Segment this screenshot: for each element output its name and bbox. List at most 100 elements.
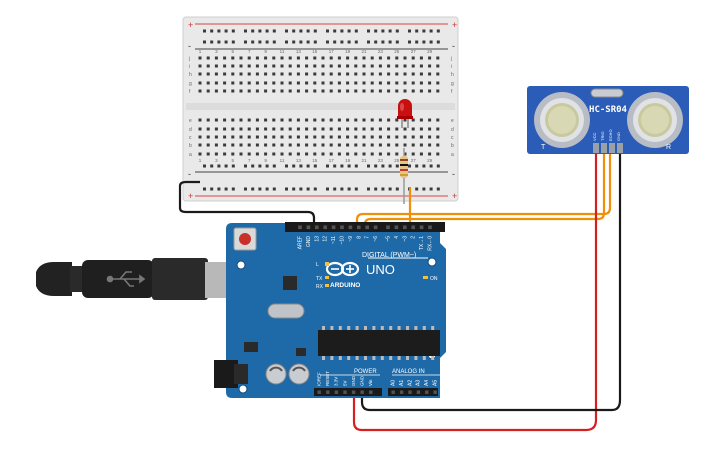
column-number: 3 [215, 49, 218, 54]
column-number: 13 [296, 158, 302, 163]
sensor-pin-trig[interactable] [601, 143, 607, 153]
column-number: 25 [394, 49, 400, 54]
reset-button[interactable] [233, 227, 257, 251]
digital-header[interactable] [285, 222, 445, 232]
breadboard-holes[interactable] [198, 29, 440, 191]
wires[interactable] [178, 150, 622, 432]
row-letter: j [188, 56, 190, 62]
digital-pin-label: ~5 [386, 236, 392, 242]
sensor-transducer-right [627, 92, 683, 148]
row-letter: h [189, 72, 192, 78]
digital-pin-label: 8 [356, 236, 362, 239]
digital-pin-label: ~3 [402, 236, 408, 242]
wire-vcc-5v[interactable] [352, 150, 598, 432]
row-letter: b [451, 143, 454, 149]
digital-pin-label: 4 [394, 236, 400, 239]
rail-plus-mark: + [188, 191, 193, 201]
rail-minus-mark: - [188, 41, 191, 51]
column-number: 29 [427, 49, 433, 54]
row-letter: b [189, 143, 192, 149]
row-letter: e [451, 118, 454, 124]
column-number: 17 [329, 49, 335, 54]
sensor-pin-echo[interactable] [609, 143, 615, 153]
column-number: 5 [232, 158, 235, 163]
row-letter: c [189, 135, 192, 141]
row-letter: j [450, 56, 452, 62]
column-number: 11 [280, 158, 285, 163]
row-letter: d [189, 127, 192, 133]
arduino-brand-label: ARDUINO [330, 282, 360, 289]
analog-in-label: ANALOG IN [392, 369, 425, 375]
row-letter: f [189, 89, 191, 95]
wire-gnd-breadboard-end[interactable] [178, 180, 200, 187]
digital-pin-label: RX←0 [428, 236, 434, 251]
digital-pin-label: 12 [323, 236, 329, 242]
wire-gnd-breadboard[interactable] [178, 186, 316, 229]
column-number: 9 [264, 49, 267, 54]
analog-pin-label: A3 [416, 380, 422, 386]
capacitor-1 [265, 363, 287, 385]
analog-pin-label: A5 [433, 380, 439, 386]
column-number: 7 [248, 158, 251, 163]
analog-header[interactable] [388, 388, 438, 396]
red-led[interactable] [397, 99, 413, 128]
usb-cable[interactable] [36, 258, 241, 300]
row-letter: e [189, 118, 192, 124]
sensor-pin-label: VCC [592, 132, 597, 141]
column-number: 27 [411, 158, 417, 163]
column-number: 19 [345, 158, 351, 163]
capacitor-2 [288, 363, 310, 385]
analog-pin-label: A0 [391, 380, 397, 386]
sensor-model-label: HC-SR04 [589, 105, 628, 115]
rail-plus-mark: + [188, 20, 193, 30]
power-pin-label: Vin [368, 379, 373, 386]
row-letter: g [451, 81, 454, 87]
column-number: 23 [378, 158, 384, 163]
sensor-pin-vcc[interactable] [593, 143, 599, 153]
rail-plus-mark: + [452, 191, 457, 201]
led-on-label: ON [430, 276, 438, 282]
power-pin-label: GND [360, 375, 365, 386]
power-pin-label: IOREF [317, 372, 322, 386]
sensor-pin-gnd[interactable] [617, 143, 623, 153]
wire-gnd-sensor[interactable] [360, 150, 622, 412]
power-pin-label: 5V [342, 380, 347, 386]
digital-pin-label: 13 [314, 236, 320, 242]
wire-echo-pin[interactable] [355, 150, 612, 229]
column-number: 25 [394, 158, 400, 163]
digital-pin-label: ~6 [373, 236, 379, 242]
digital-pin-label: ~9 [348, 236, 354, 242]
column-number: 15 [312, 158, 318, 163]
digital-header-holes[interactable] [298, 225, 432, 230]
row-letter: a [451, 152, 454, 158]
resistor[interactable] [400, 148, 408, 188]
power-pin-label: 3.3V [334, 377, 339, 386]
power-header[interactable] [314, 388, 382, 396]
rail-minus-mark: - [452, 41, 455, 51]
column-number: 1 [199, 158, 202, 163]
sensor-corner-right: R [666, 144, 671, 151]
column-number: 3 [215, 158, 218, 163]
digital-pin-label: GND [306, 236, 312, 248]
analog-pin-label: A2 [407, 380, 413, 386]
column-number: 5 [232, 49, 235, 54]
column-number: 21 [361, 49, 367, 54]
power-pin-label: GND [351, 375, 356, 386]
row-letter: h [451, 72, 454, 78]
column-number: 17 [329, 158, 335, 163]
column-number: 11 [280, 49, 285, 54]
led-tx-label: TX [316, 276, 323, 282]
analog-pin-label: A4 [424, 380, 430, 386]
rail-minus-mark: - [188, 169, 191, 179]
arduino-logo-icon [325, 261, 360, 277]
row-letter: i [189, 64, 190, 70]
arduino-model-label: UNO [366, 262, 395, 277]
digital-pin-label: 7 [365, 236, 371, 239]
wire-trig-pin[interactable] [363, 150, 606, 229]
